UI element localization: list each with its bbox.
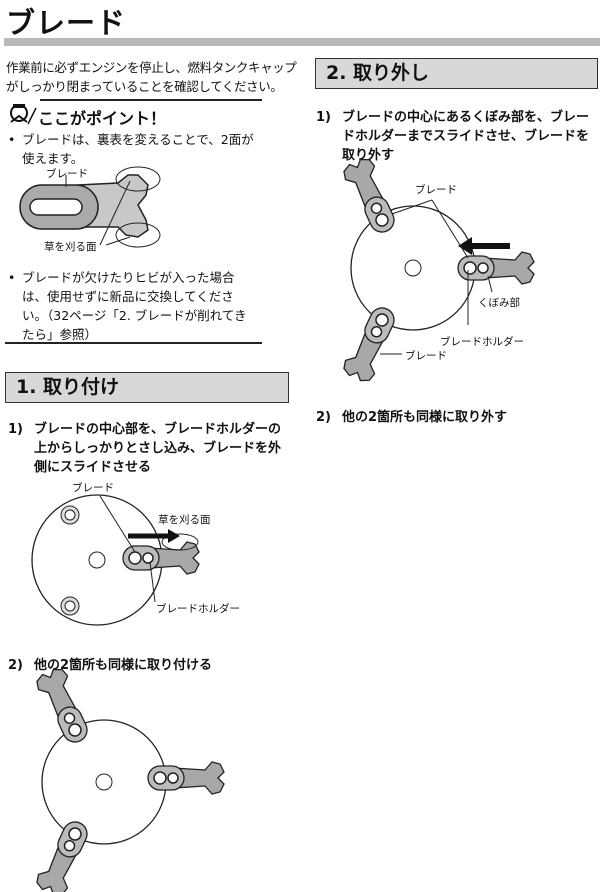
remove-step-2: 2) 他の2箇所も同様に取り外す xyxy=(316,410,508,425)
remove-illustration xyxy=(339,154,535,386)
label-blade-holder: ブレードホルダー xyxy=(156,603,240,615)
bullet-dot: • xyxy=(8,132,16,147)
title-bar xyxy=(4,38,600,46)
label-cutting-face: 草を刈る面 xyxy=(44,241,97,253)
divider xyxy=(5,342,262,344)
point-heading: ここがポイント！ xyxy=(38,109,167,128)
install-illustration xyxy=(31,494,200,626)
point-bullet-1: • ブレードは、裏表を変えることで、2面が使えます。 xyxy=(8,132,254,166)
label-blade: ブレード xyxy=(405,350,447,362)
install-step-2: 2) 他の2箇所も同様に取り付ける xyxy=(8,658,213,673)
section-heading-install: 1. 取り付け xyxy=(5,372,289,403)
divider xyxy=(40,99,262,101)
install-complete-illustration xyxy=(32,664,225,892)
label-recess: くぼみ部 xyxy=(478,297,520,309)
label-blade: ブレード xyxy=(46,168,88,180)
mascot-icon xyxy=(10,104,37,125)
label-blade: ブレード xyxy=(72,482,114,494)
remove-step-1: 1) ブレードの中心にあるくぼみ部を、ブレードホルダーまでスライドさせ、ブレード… xyxy=(316,110,590,163)
page-title: ブレード xyxy=(6,6,127,40)
point-bullet-2: • ブレードが欠けたりヒビが入った場合は、使用せずに新品に交換してください。（3… xyxy=(8,270,247,342)
blade-two-faces-illustration xyxy=(19,166,161,248)
install-step-1: 1) ブレードの中心部を、ブレードホルダーの上からしっかりとさし込み、ブレードを… xyxy=(8,422,282,475)
label-cutting-face: 草を刈る面 xyxy=(158,514,211,526)
label-blade-holder: ブレードホルダー xyxy=(440,336,524,348)
section-heading-remove: 2. 取り外し xyxy=(315,58,598,89)
safety-warning: 作業前に必ずエンジンを停止し、燃料タンクキャップがしっかり閉まっていることを確認… xyxy=(6,60,297,94)
bullet-dot: • xyxy=(8,270,16,285)
label-blade: ブレード xyxy=(415,184,457,196)
